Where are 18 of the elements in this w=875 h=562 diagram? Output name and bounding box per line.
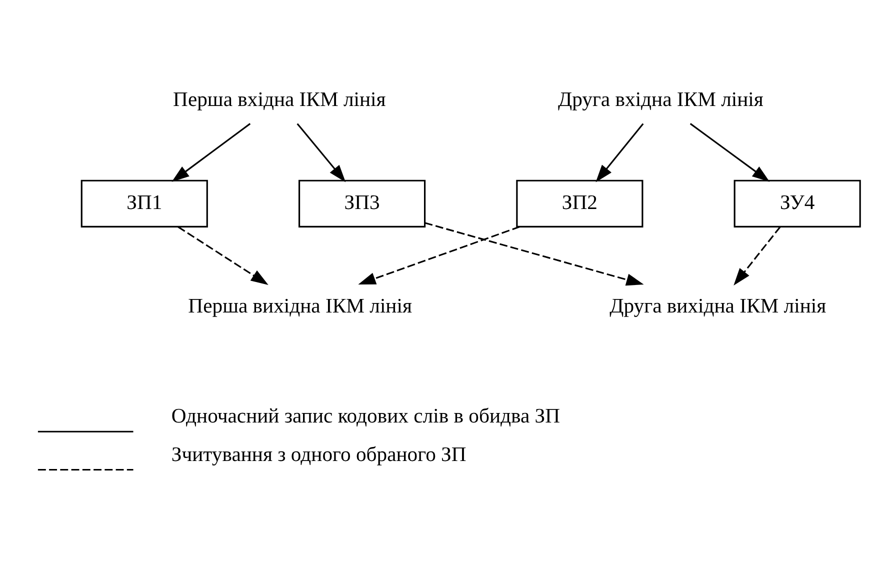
node-box: ЗУ4 xyxy=(734,179,861,227)
node-text: Друга вихідна ІКМ лінія xyxy=(610,294,826,317)
node-box: ЗП2 xyxy=(516,179,644,227)
node-box: ЗП3 xyxy=(298,179,426,227)
arrow xyxy=(424,222,644,286)
node-text: Перша вхідна ІКМ лінія xyxy=(173,88,386,110)
arrow xyxy=(358,225,520,284)
arrow xyxy=(172,122,251,182)
node-text: Друга вхідна ІКМ лінія xyxy=(558,88,764,110)
arrow xyxy=(296,122,346,182)
node-text: Перша вихідна ІКМ лінія xyxy=(188,294,412,317)
legend-label: Зчитування з одного обраного ЗП xyxy=(171,443,466,466)
node-box: ЗП1 xyxy=(80,179,208,227)
arrow xyxy=(734,226,781,286)
arrow xyxy=(596,122,644,182)
arrow xyxy=(690,122,770,182)
arrow xyxy=(178,226,268,284)
legend-label: Одночасний запис кодових слів в обидва ЗП xyxy=(171,405,560,428)
